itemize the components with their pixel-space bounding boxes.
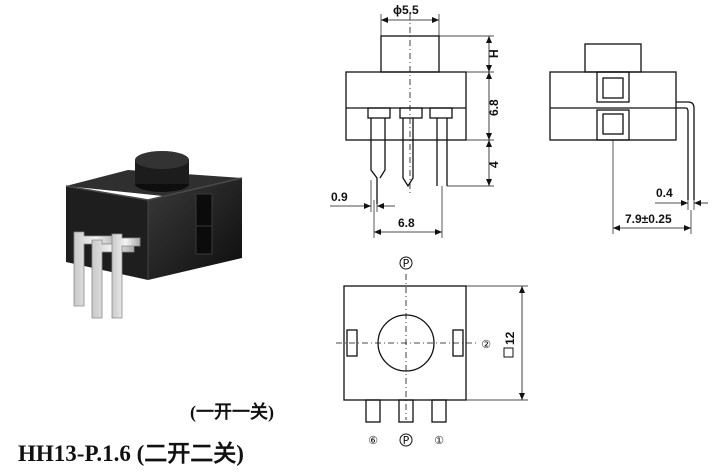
side-button-outline: [584, 43, 642, 73]
dim-pin-pitch: 6.8: [398, 216, 415, 230]
dim-pin-width: 0.9: [331, 190, 348, 204]
dim-body-height: 6.8: [487, 99, 501, 116]
dim-body-square: 12: [503, 331, 517, 345]
pin-label-bottom-right: ①: [434, 434, 444, 447]
side-view: [549, 43, 708, 234]
pin-label-bottom-center: P: [403, 434, 410, 447]
dim-button-height: H: [487, 49, 501, 58]
dim-button-diameter: ϕ5.5: [393, 3, 419, 17]
dim-side-pin-thickness: 0.4: [656, 186, 673, 200]
caption-config-one: (一开一关): [190, 402, 274, 422]
pin-label-top: P: [403, 257, 410, 270]
front-view: [330, 14, 494, 238]
side-body-outline: [549, 71, 677, 141]
pin-labels: P ② ⑥ P ①: [368, 256, 491, 447]
dim-side-pin-offset: 7.9±0.25: [625, 212, 672, 226]
switch-product-render: [65, 151, 243, 319]
top-view: [336, 274, 528, 423]
dim-pin-length: 4: [487, 161, 501, 168]
caption-model-number: HH13-P.1.6 (二开二关): [18, 441, 244, 466]
pin-label-bottom-left: ⑥: [368, 434, 378, 447]
front-body-outline: [345, 71, 467, 141]
pin-label-right: ②: [481, 338, 491, 351]
